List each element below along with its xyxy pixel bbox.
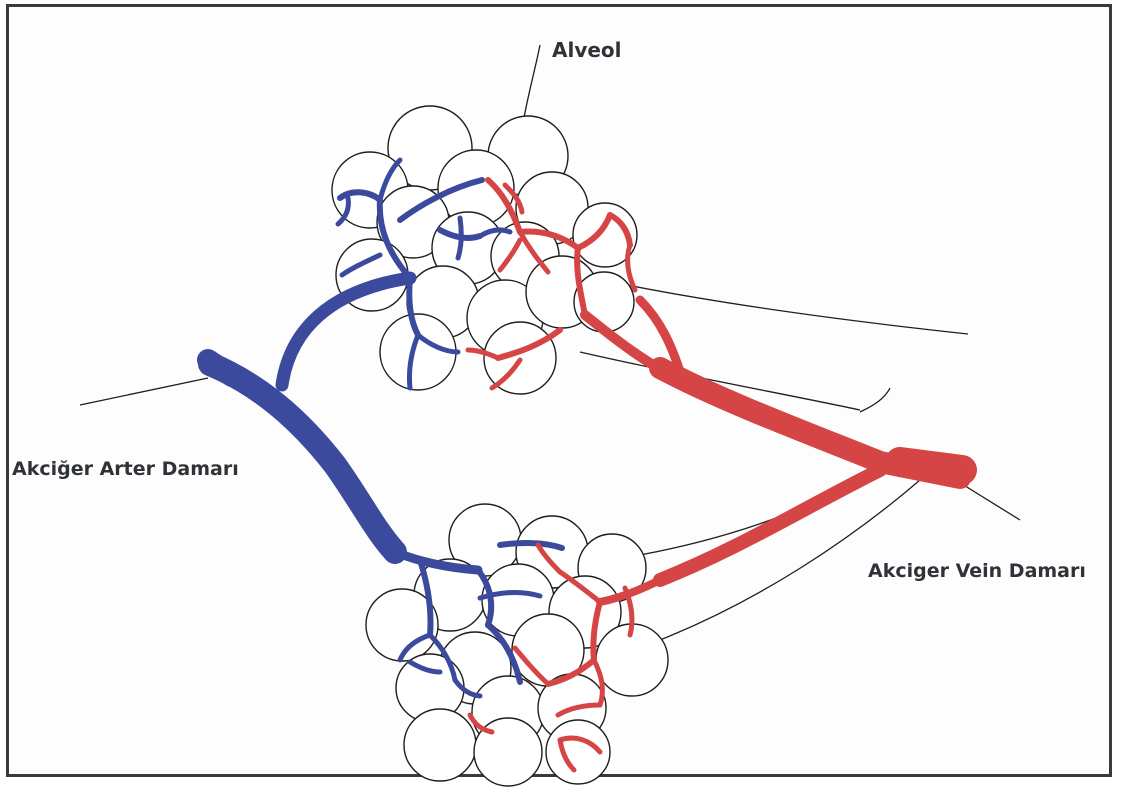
vein-label: Akciger Vein Damarı bbox=[868, 560, 1086, 582]
artery-leader-line bbox=[80, 378, 208, 405]
alveol-leader-line bbox=[524, 45, 540, 118]
artery-trunk-start bbox=[208, 360, 232, 376]
alveol-label: Alveol bbox=[552, 38, 622, 62]
vein-terminal bbox=[900, 462, 962, 470]
alveolus bbox=[404, 709, 476, 781]
vein-lower-trunk bbox=[660, 470, 880, 580]
vein-leader-line bbox=[962, 484, 1020, 520]
artery-label: Akciğer Arter Damarı bbox=[12, 458, 239, 480]
pulmonary-vein bbox=[468, 180, 962, 770]
outline-line bbox=[860, 388, 890, 412]
